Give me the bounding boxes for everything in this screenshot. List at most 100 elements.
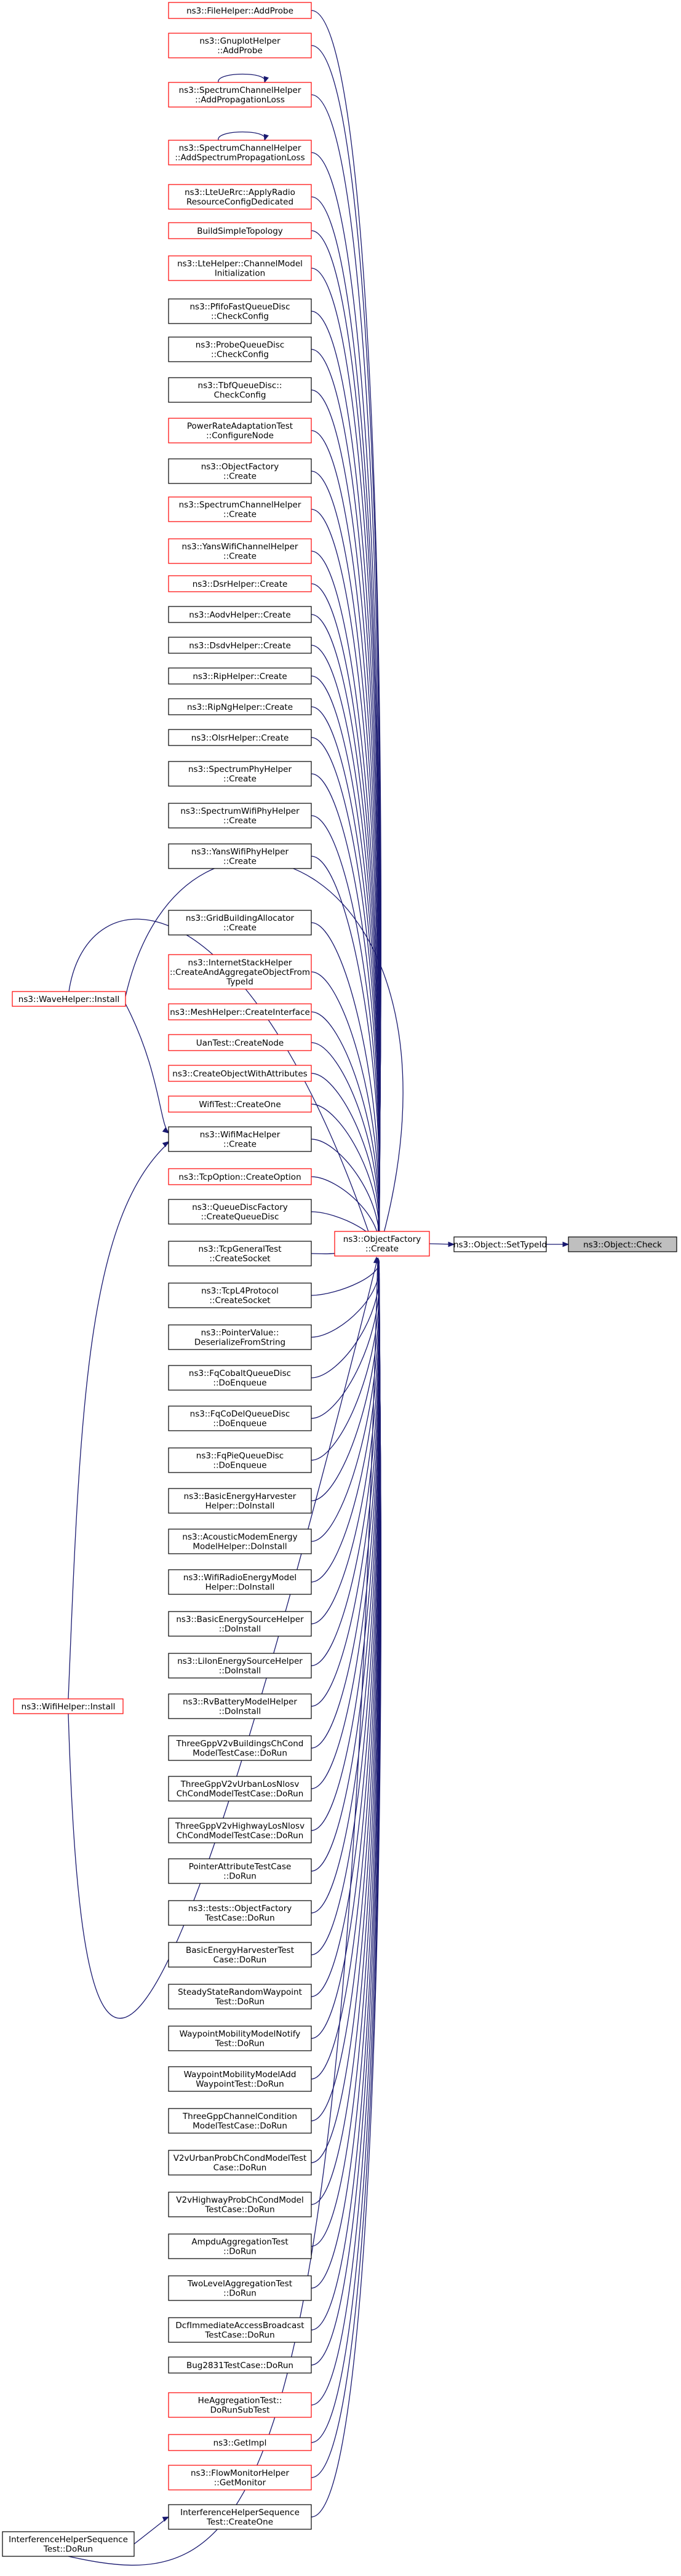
node-threegppv2vbuildingschcondmodeltestcase-dorun[interactable]: ThreeGppV2vBuildingsChCondModelTestCase:… xyxy=(168,1735,312,1761)
node-ns3-fqcobaltqueuedisc-doenqueue[interactable]: ns3::FqCobaltQueueDisc::DoEnqueue xyxy=(168,1365,312,1391)
node-ns3-wifihelper-install[interactable]: ns3::WifiHelper::Install xyxy=(13,1698,124,1714)
node-ns3-internetstackhelper-createandaggregateobjectfromtypeid[interactable]: ns3::InternetStackHelper::CreateAndAggre… xyxy=(168,954,312,990)
node-threegppv2vurbanlosnlosvchcondmodeltestcase-dorun[interactable]: ThreeGppV2vUrbanLosNlosvChCondModelTestC… xyxy=(168,1776,312,1802)
node-label: TestCase::DoRun xyxy=(204,2205,274,2215)
node-ns3-fqcodelqueuedisc-doenqueue[interactable]: ns3::FqCoDelQueueDisc::DoEnqueue xyxy=(168,1405,312,1431)
node-ns3-riphelper-create[interactable]: ns3::RipHelper::Create xyxy=(168,667,312,685)
node-label: ns3::ProbeQueueDisc xyxy=(196,340,285,350)
node-ns3-dsdvhelper-create[interactable]: ns3::DsdvHelper::Create xyxy=(168,637,312,654)
node-box xyxy=(168,2025,312,2051)
node-ns3-spectrumchannelhelper-addspectrumpropagationloss[interactable]: ns3::SpectrumChannelHelper::AddSpectrumP… xyxy=(168,140,312,165)
node-ns3-flowmonitorhelper-getmonitor[interactable]: ns3::FlowMonitorHelper::GetMonitor xyxy=(168,2465,312,2491)
node-heaggregationtest-dorunsubtest[interactable]: HeAggregationTest::DoRunSubTest xyxy=(168,2392,312,2418)
node-ns3-yanswifiphyhelper-create[interactable]: ns3::YansWifiPhyHelper::Create xyxy=(168,843,312,869)
node-ns3-lteuerrc-applyradioresourceconfigdedicated[interactable]: ns3::LteUeRrc::ApplyRadioResourceConfigD… xyxy=(168,184,312,210)
node-ns3-ripnghelper-create[interactable]: ns3::RipNgHelper::Create xyxy=(168,698,312,715)
node-ns3-fqpiequeuedisc-doenqueue[interactable]: ns3::FqPieQueueDisc::DoEnqueue xyxy=(168,1447,312,1473)
node-label: ns3::LiIonEnergySourceHelper xyxy=(177,1656,303,1666)
node-ns3-objectfactory-create[interactable]: ns3::ObjectFactory::Create xyxy=(334,1231,430,1257)
node-ns3-olsrhelper-create[interactable]: ns3::OlsrHelper::Create xyxy=(168,729,312,746)
node-label: ns3::WifiMacHelper xyxy=(200,1130,281,1140)
node-pointerattributetestcase-dorun[interactable]: PointerAttributeTestCase::DoRun xyxy=(168,1858,312,1884)
node-ns3-rvbatterymodelhelper-doinstall[interactable]: ns3::RvBatteryModelHelper::DoInstall xyxy=(168,1693,312,1719)
node-ampduaggregationtest-dorun[interactable]: AmpduAggregationTest::DoRun xyxy=(168,2233,312,2259)
node-ns3-tcpoption-createoption[interactable]: ns3::TcpOption::CreateOption xyxy=(168,1168,312,1185)
node-label: InterferenceHelperSequence xyxy=(180,2508,300,2518)
node-label: ns3::GetImpl xyxy=(213,2438,267,2448)
node-ns3-meshhelper-createinterface[interactable]: ns3::MeshHelper::CreateInterface xyxy=(168,1003,312,1020)
node-ns3-pointervalue-deserializefromstring[interactable]: ns3::PointerValue::DeserializeFromString xyxy=(168,1324,312,1350)
node-label: ns3::GnuplotHelper xyxy=(199,36,281,46)
node-label: ModelHelper::DoInstall xyxy=(193,1542,287,1552)
node-buildsimpletopology[interactable]: BuildSimpleTopology xyxy=(168,222,312,239)
node-ns3-objectfactory-create[interactable]: ns3::ObjectFactory::Create xyxy=(168,458,312,484)
node-label: ::Create xyxy=(223,923,257,933)
node-ns3-getimpl[interactable]: ns3::GetImpl xyxy=(168,2434,312,2451)
node-bug2831testcase-dorun[interactable]: Bug2831TestCase::DoRun xyxy=(168,2356,312,2374)
node-dcfimmediateaccessbroadcasttestcase-dorun[interactable]: DcfImmediateAccessBroadcastTestCase::DoR… xyxy=(168,2317,312,2343)
node-ns3-acousticmodemenergymodelhelper-doinstall[interactable]: ns3::AcousticModemEnergyModelHelper::DoI… xyxy=(168,1529,312,1554)
call-edge xyxy=(311,1257,381,2366)
node-twolevelaggregationtest-dorun[interactable]: TwoLevelAggregationTest::DoRun xyxy=(168,2275,312,2301)
node-ns3-filehelper-addprobe[interactable]: ns3::FileHelper::AddProbe xyxy=(168,2,312,19)
node-ns3-object-settypeid[interactable]: ns3::Object::SetTypeId xyxy=(453,1236,547,1252)
node-waypointmobilitymodeladdwaypointtest-dorun[interactable]: WaypointMobilityModelAddWaypointTest::Do… xyxy=(168,2066,312,2092)
node-ns3-tbfqueuedisc-checkconfig[interactable]: ns3::TbfQueueDisc::CheckConfig xyxy=(168,377,312,403)
node-label: ns3::YansWifiPhyHelper xyxy=(191,847,289,857)
node-ns3-spectrumchannelhelper-create[interactable]: ns3::SpectrumChannelHelper::Create xyxy=(168,496,312,522)
node-ns3-wifimachelper-create[interactable]: ns3::WifiMacHelper::Create xyxy=(168,1126,312,1152)
node-ns3-dsrhelper-create[interactable]: ns3::DsrHelper::Create xyxy=(168,575,312,592)
node-label: ns3::TcpL4Protocol xyxy=(201,1286,279,1296)
node-interferencehelpersequencetest-createone[interactable]: InterferenceHelperSequenceTest::CreateOn… xyxy=(168,2504,312,2530)
node-label: ThreeGppV2vHighwayLosNlosv xyxy=(175,1821,305,1831)
node-box xyxy=(168,2465,312,2491)
node-threegppv2vhighwaylosnlosvchcondmodeltestcase-dorun[interactable]: ThreeGppV2vHighwayLosNlosvChCondModelTes… xyxy=(168,1818,312,1843)
node-ns3-spectrumchannelhelper-addpropagationloss[interactable]: ns3::SpectrumChannelHelper::AddPropagati… xyxy=(168,82,312,108)
node-ns3-object-check[interactable]: ns3::Object::Check xyxy=(568,1236,677,1252)
node-threegppchannelconditionmodeltestcase-dorun[interactable]: ThreeGppChannelConditionModelTestCase::D… xyxy=(168,2108,312,2134)
node-ns3-ltehelper-channelmodelinitialization[interactable]: ns3::LteHelper::ChannelModelInitializati… xyxy=(168,255,312,281)
node-wifitest-createone[interactable]: WifiTest::CreateOne xyxy=(168,1095,312,1113)
node-ns3-tcpl4protocol-createsocket[interactable]: ns3::TcpL4Protocol::CreateSocket xyxy=(168,1282,312,1308)
node-label: ns3::RipNgHelper::Create xyxy=(187,702,293,712)
node-ns3-liionenergysourcehelper-doinstall[interactable]: ns3::LiIonEnergySourceHelper::DoInstall xyxy=(168,1653,312,1679)
node-label: DcfImmediateAccessBroadcast xyxy=(175,2321,304,2331)
node-box xyxy=(168,2108,312,2134)
node-label: ns3::tests::ObjectFactory xyxy=(188,1904,292,1914)
node-ns3-gridbuildingallocator-create[interactable]: ns3::GridBuildingAllocator::Create xyxy=(168,910,312,936)
node-ns3-wavehelper-install[interactable]: ns3::WaveHelper::Install xyxy=(12,991,126,1007)
node-box xyxy=(168,2,312,19)
node-ns3-probequeuedisc-checkconfig[interactable]: ns3::ProbeQueueDisc::CheckConfig xyxy=(168,336,312,362)
node-ns3-queuediscfactory-createqueuedisc[interactable]: ns3::QueueDiscFactory::CreateQueueDisc xyxy=(168,1199,312,1225)
call-edge xyxy=(311,471,381,1256)
node-powerrateadaptationtest-configurenode[interactable]: PowerRateAdaptationTest::ConfigureNode xyxy=(168,418,312,443)
node-box xyxy=(168,1569,312,1595)
node-ns3-spectrumwifiphyhelper-create[interactable]: ns3::SpectrumWifiPhyHelper::Create xyxy=(168,803,312,829)
node-ns3-basicenergyharvesterhelper-doinstall[interactable]: ns3::BasicEnergyHarvesterHelper::DoInsta… xyxy=(168,1488,312,1514)
node-ns3-gnuplothelper-addprobe[interactable]: ns3::GnuplotHelper::AddProbe xyxy=(168,33,312,58)
node-ns3-spectrumphyhelper-create[interactable]: ns3::SpectrumPhyHelper::Create xyxy=(168,761,312,787)
node-label: ns3::TcpOption::CreateOption xyxy=(178,1172,301,1182)
node-ns3-createobjectwithattributes[interactable]: ns3::CreateObjectWithAttributes xyxy=(168,1065,312,1082)
node-label: ::Create xyxy=(223,857,257,867)
node-label: ns3::LteUeRrc::ApplyRadio xyxy=(185,188,295,197)
node-ns3-basicenergysourcehelper-doinstall[interactable]: ns3::BasicEnergySourceHelper::DoInstall xyxy=(168,1611,312,1637)
node-ns3-yanswifichannelhelper-create[interactable]: ns3::YansWifiChannelHelper::Create xyxy=(168,538,312,564)
node-ns3-tcpgeneraltest-createsocket[interactable]: ns3::TcpGeneralTest::CreateSocket xyxy=(168,1241,312,1266)
node-label: Test::DoRun xyxy=(215,2039,265,2049)
node-ns3-pfifofastqueuedisc-checkconfig[interactable]: ns3::PfifoFastQueueDisc::CheckConfig xyxy=(168,298,312,324)
node-ns3-aodvhelper-create[interactable]: ns3::AodvHelper::Create xyxy=(168,606,312,623)
node-box xyxy=(168,1653,312,1679)
node-box xyxy=(168,1282,312,1308)
node-ns3-wifiradioenergymodelhelper-doinstall[interactable]: ns3::WifiRadioEnergyModelHelper::DoInsta… xyxy=(168,1569,312,1595)
node-uantest-createnode[interactable]: UanTest::CreateNode xyxy=(168,1034,312,1051)
node-label: PowerRateAdaptationTest xyxy=(187,421,293,431)
node-label: ns3::WifiHelper::Install xyxy=(22,1702,116,1712)
